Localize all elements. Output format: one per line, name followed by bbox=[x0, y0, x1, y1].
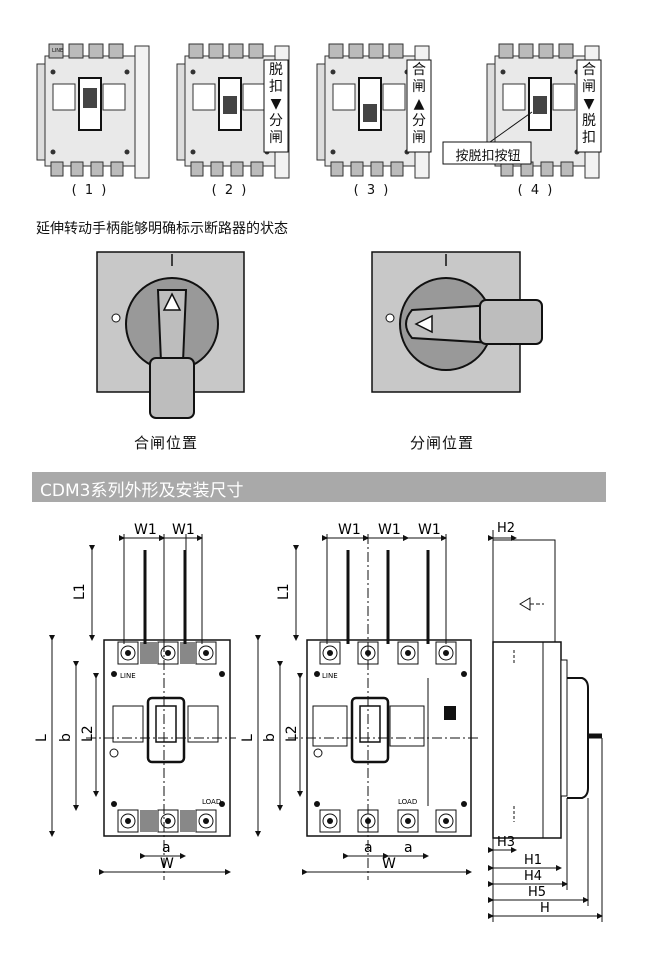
dim-h: H bbox=[540, 901, 550, 916]
dim-w1-left-2: W1 bbox=[172, 522, 195, 538]
dim-h3: H3 bbox=[497, 835, 515, 850]
step4-caption: ( 4 ) bbox=[517, 183, 555, 198]
breaker-photo-2 bbox=[176, 43, 290, 179]
dim-a-right-1: a bbox=[364, 840, 373, 856]
section-banner: CDM3系列外形及安装尺寸 bbox=[32, 472, 606, 502]
dim-h4: H4 bbox=[524, 869, 542, 884]
step4-callout: 按脱扣按钮 bbox=[455, 149, 521, 164]
dim-a-right-2: a bbox=[404, 840, 413, 856]
handle-illustrations bbox=[96, 251, 543, 419]
breaker-photo-4 bbox=[486, 43, 600, 179]
step3-caption: ( 3 ) bbox=[353, 183, 391, 198]
dim-w1-right-1: W1 bbox=[338, 522, 361, 538]
handle-note: 延伸转动手柄能够明确标示断路器的状态 bbox=[36, 221, 288, 237]
line-label-left: LINE bbox=[120, 672, 136, 680]
dim-w1-right-3: W1 bbox=[418, 522, 441, 538]
dimension-drawings: LINE LOAD LINE LOAD bbox=[34, 521, 603, 922]
dim-b-left: b bbox=[58, 733, 74, 742]
dim-l2-right: L2 bbox=[284, 725, 300, 742]
photo-line-label: LINE bbox=[52, 48, 64, 54]
handle-off-mark: O bbox=[110, 314, 111, 315]
step2-side-label: 脱 扣 ▼ 分 闸 bbox=[269, 62, 283, 146]
step1-caption: ( 1 ) bbox=[71, 183, 109, 198]
dim-w1-right-2: W1 bbox=[378, 522, 401, 538]
dim-h1: H1 bbox=[524, 853, 542, 868]
breaker-photo-1 bbox=[36, 43, 150, 179]
dim-h5: H5 bbox=[528, 885, 546, 900]
dim-l-left: L bbox=[34, 734, 50, 742]
dim-l-right: L bbox=[240, 734, 256, 742]
dim-w1-left-1: W1 bbox=[134, 522, 157, 538]
step4-side-label: 合 闸 ▼ 脱 扣 bbox=[582, 62, 596, 146]
dim-l1-right: L1 bbox=[276, 583, 292, 600]
line-label-right: LINE bbox=[322, 672, 338, 680]
step2-caption: ( 2 ) bbox=[211, 183, 249, 198]
dim-b-right: b bbox=[262, 733, 278, 742]
section-title: CDM3系列外形及安装尺寸 bbox=[40, 481, 244, 501]
front-view-4pole bbox=[306, 639, 472, 837]
step3-side-label: 合 闸 ▲ 分 闸 bbox=[412, 62, 426, 146]
side-view bbox=[492, 539, 602, 839]
load-label-right: LOAD bbox=[398, 798, 417, 806]
status-illustrations bbox=[36, 43, 602, 179]
load-label-left: LOAD bbox=[202, 798, 221, 806]
dim-l2-left: L2 bbox=[80, 725, 96, 742]
closed-position-label: 合闸位置 bbox=[134, 434, 199, 452]
open-position-label: 分闸位置 bbox=[410, 434, 475, 452]
dim-w-right: W bbox=[382, 856, 396, 872]
dim-a-left: a bbox=[162, 840, 171, 856]
dim-l1-left: L1 bbox=[72, 583, 88, 600]
dim-w-left: W bbox=[160, 856, 174, 872]
breaker-photo-3 bbox=[316, 43, 430, 179]
dim-h2: H2 bbox=[497, 521, 515, 536]
handle-open bbox=[371, 251, 543, 393]
handle-closed bbox=[96, 251, 245, 419]
